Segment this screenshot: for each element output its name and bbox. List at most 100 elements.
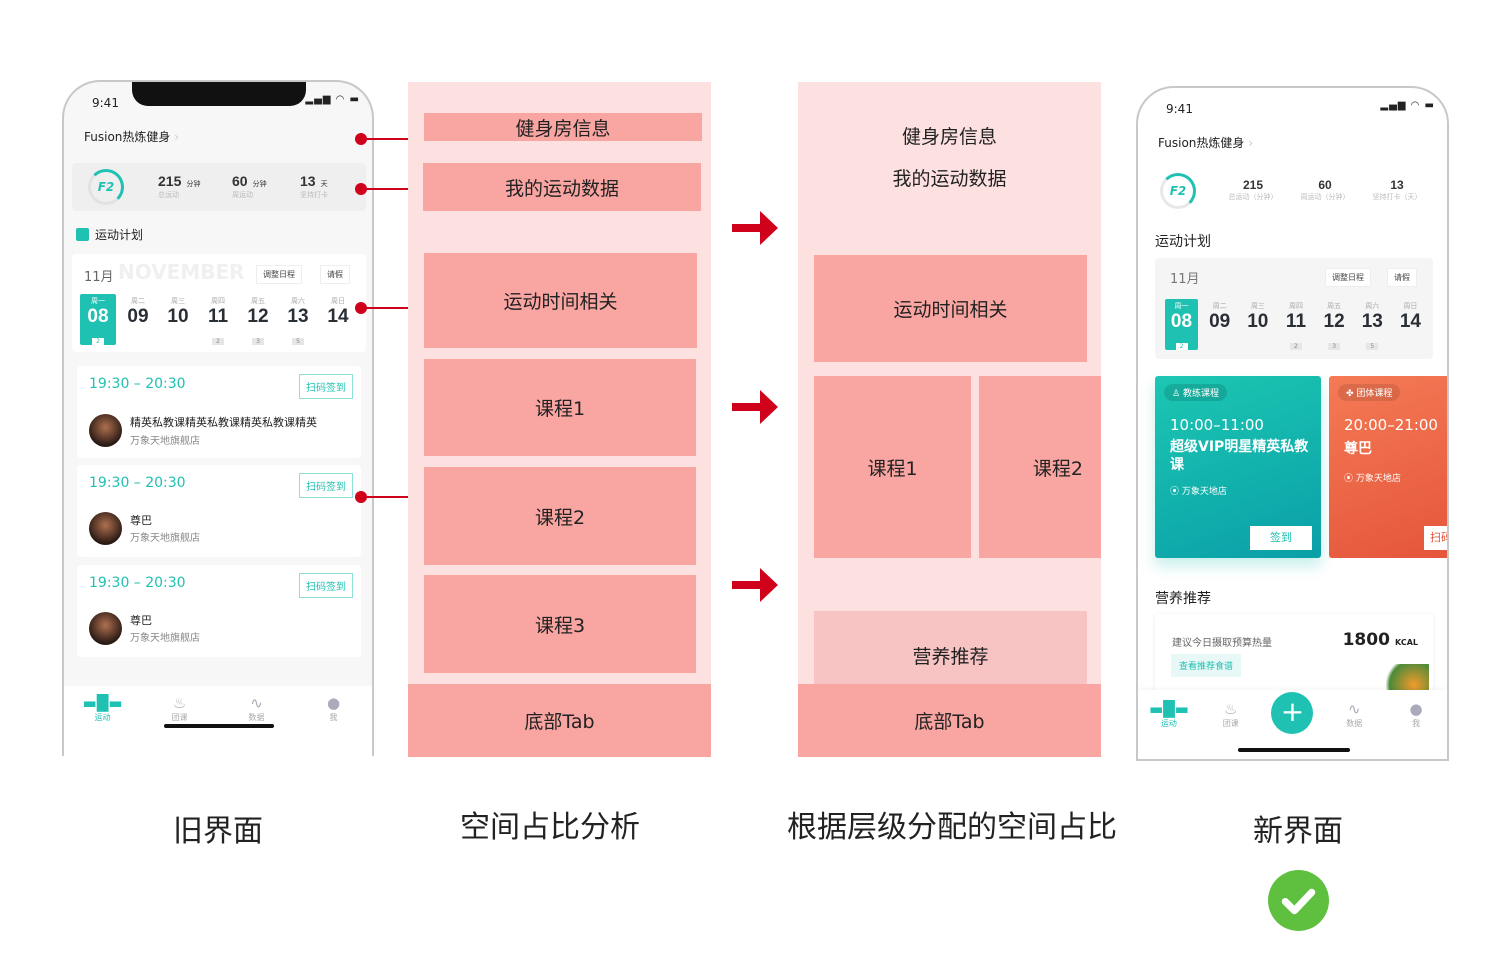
tab-data[interactable]: ∿数据 (232, 694, 282, 756)
block-bottom-tab: 底部Tab (408, 684, 711, 757)
stat-week: 60 分钟周运动 (232, 171, 267, 200)
stat-value: 13 (300, 173, 316, 189)
tab-group-class[interactable]: ♨团课 (1206, 700, 1256, 759)
stat-value: 215 (1242, 178, 1264, 192)
weekday: 周六 (291, 297, 305, 305)
date: 11 (1285, 311, 1307, 332)
weekday: 周五 (1327, 302, 1342, 310)
block-nutrition: 营养推荐 (814, 611, 1087, 691)
count: 3 (1328, 343, 1341, 350)
date: 14 (1399, 311, 1421, 332)
arrow-right-icon (732, 568, 778, 602)
tab-label: 数据 (1346, 719, 1363, 728)
scan-checkin-button[interactable]: 扫码签到 (299, 374, 353, 399)
course-card[interactable]: 19:30 – 20:30 扫码签到 尊巴 万象天地旗舰店 (77, 465, 361, 557)
plan-title: 运动计划 (1155, 234, 1211, 250)
group-course-card[interactable]: ✤ 团体课程 20:00–21:00 尊巴 ⦿ 万象天地店 扫码 (1329, 376, 1447, 558)
status-icons: ▂▄▆ ◠ ▬ (305, 94, 360, 105)
tab-sport[interactable]: ▬█▬运动 (1144, 700, 1194, 759)
weekday: 周四 (1288, 302, 1303, 310)
add-button[interactable]: + (1267, 692, 1317, 759)
tab-label: 团课 (171, 713, 188, 722)
checkin-button[interactable]: 签到 (1250, 526, 1312, 550)
date: 13 (1361, 311, 1383, 332)
avatar (89, 612, 122, 645)
course-time: 20:00–21:00 (1344, 416, 1438, 434)
caption-new-ui: 新界面 (1253, 814, 1343, 849)
flame-icon: ♨ (1223, 700, 1238, 718)
leave-button[interactable]: 请假 (1387, 268, 1417, 287)
notch (132, 82, 306, 106)
stat-total: 215 分钟总运动 (158, 171, 200, 200)
stat-unit: 天 (320, 180, 328, 188)
status-time: 9:41 (1166, 102, 1193, 116)
coach-course-card[interactable]: ♙ 教练课程 10:00–11:00 超级VIP明星精英私教课 ⦿ 万象天地店 … (1155, 376, 1321, 558)
vegetables-illustration (1379, 664, 1429, 694)
kcal-number: 1800 (1342, 630, 1390, 650)
adjust-schedule-button[interactable]: 调整日程 (256, 265, 302, 284)
scan-checkin-button[interactable]: 扫码签到 (299, 573, 353, 598)
course-title: 尊巴 (130, 514, 152, 527)
course-card[interactable]: 19:30 – 20:30 扫码签到 尊巴 万象天地旗舰店 (77, 565, 361, 657)
location-pin-icon: ⦿ (1170, 487, 1180, 497)
tab-me[interactable]: ●我 (1391, 700, 1441, 759)
adjust-schedule-button[interactable]: 调整日程 (1325, 268, 1371, 287)
chart-icon: ∿ (1347, 700, 1361, 718)
weekday: 周日 (1403, 302, 1418, 310)
caption-old-ui: 旧界面 (173, 814, 263, 849)
tab-data[interactable]: ∿数据 (1329, 700, 1379, 759)
date: 09 (127, 306, 149, 327)
stat-value: 215 (158, 173, 182, 189)
chart-icon: ∿ (250, 694, 263, 712)
block-course-2: 课程2 (979, 376, 1101, 558)
dumbbell-icon: ▬█▬ (1148, 700, 1189, 718)
avatar (89, 414, 122, 447)
weekday: 周一 (91, 297, 105, 305)
tab-group-class[interactable]: ♨团课 (155, 694, 205, 756)
stat-value: 60 (232, 173, 248, 189)
block-my-data: 我的运动数据 (423, 163, 701, 211)
count: 2 (1175, 343, 1188, 350)
scan-checkin-button[interactable]: 扫码签到 (299, 473, 353, 498)
gym-name-text: Fusion热炼健身 (84, 130, 171, 144)
arrow-right-icon (732, 390, 778, 424)
gym-name[interactable]: Fusion热炼健身 › (84, 128, 179, 145)
stat-label: 总运动 (158, 191, 179, 199)
level-ring: F2 (1160, 173, 1196, 209)
leave-button[interactable]: 请假 (320, 265, 350, 284)
tab-sport[interactable]: ▬█▬运动 (78, 694, 128, 756)
scan-button[interactable]: 扫码 (1424, 526, 1447, 550)
gym-name[interactable]: Fusion热炼健身 › (1158, 134, 1253, 151)
block-course-3: 课程3 (424, 575, 696, 673)
tab-bar: ▬█▬运动 ♨团课 + ∿数据 ●我 (1138, 690, 1447, 759)
status-icons: ▂▄▆ ◠ ▬ (1380, 100, 1435, 111)
view-recipe-button[interactable]: 查看推荐食谱 (1171, 654, 1242, 677)
month-watermark: NOVEMBER (118, 260, 245, 284)
tab-label: 我 (329, 713, 338, 722)
nutrition-card: 建议今日摄取预算热量 1800 KCAL 查看推荐食谱 (1155, 614, 1433, 694)
weekday: 周日 (331, 297, 345, 305)
stat-label: 周运动（分钟） (1300, 193, 1350, 201)
user-icon: ● (1409, 700, 1423, 718)
tab-me[interactable]: ●我 (309, 694, 359, 756)
stat-value: 13 (1390, 178, 1404, 192)
course-card[interactable]: 19:30 – 20:30 扫码签到 精英私教课精英私教课精英私教课精英 万象天… (77, 366, 361, 458)
course-store: 万象天地旗舰店 (130, 633, 200, 644)
status-time: 9:41 (92, 96, 119, 110)
